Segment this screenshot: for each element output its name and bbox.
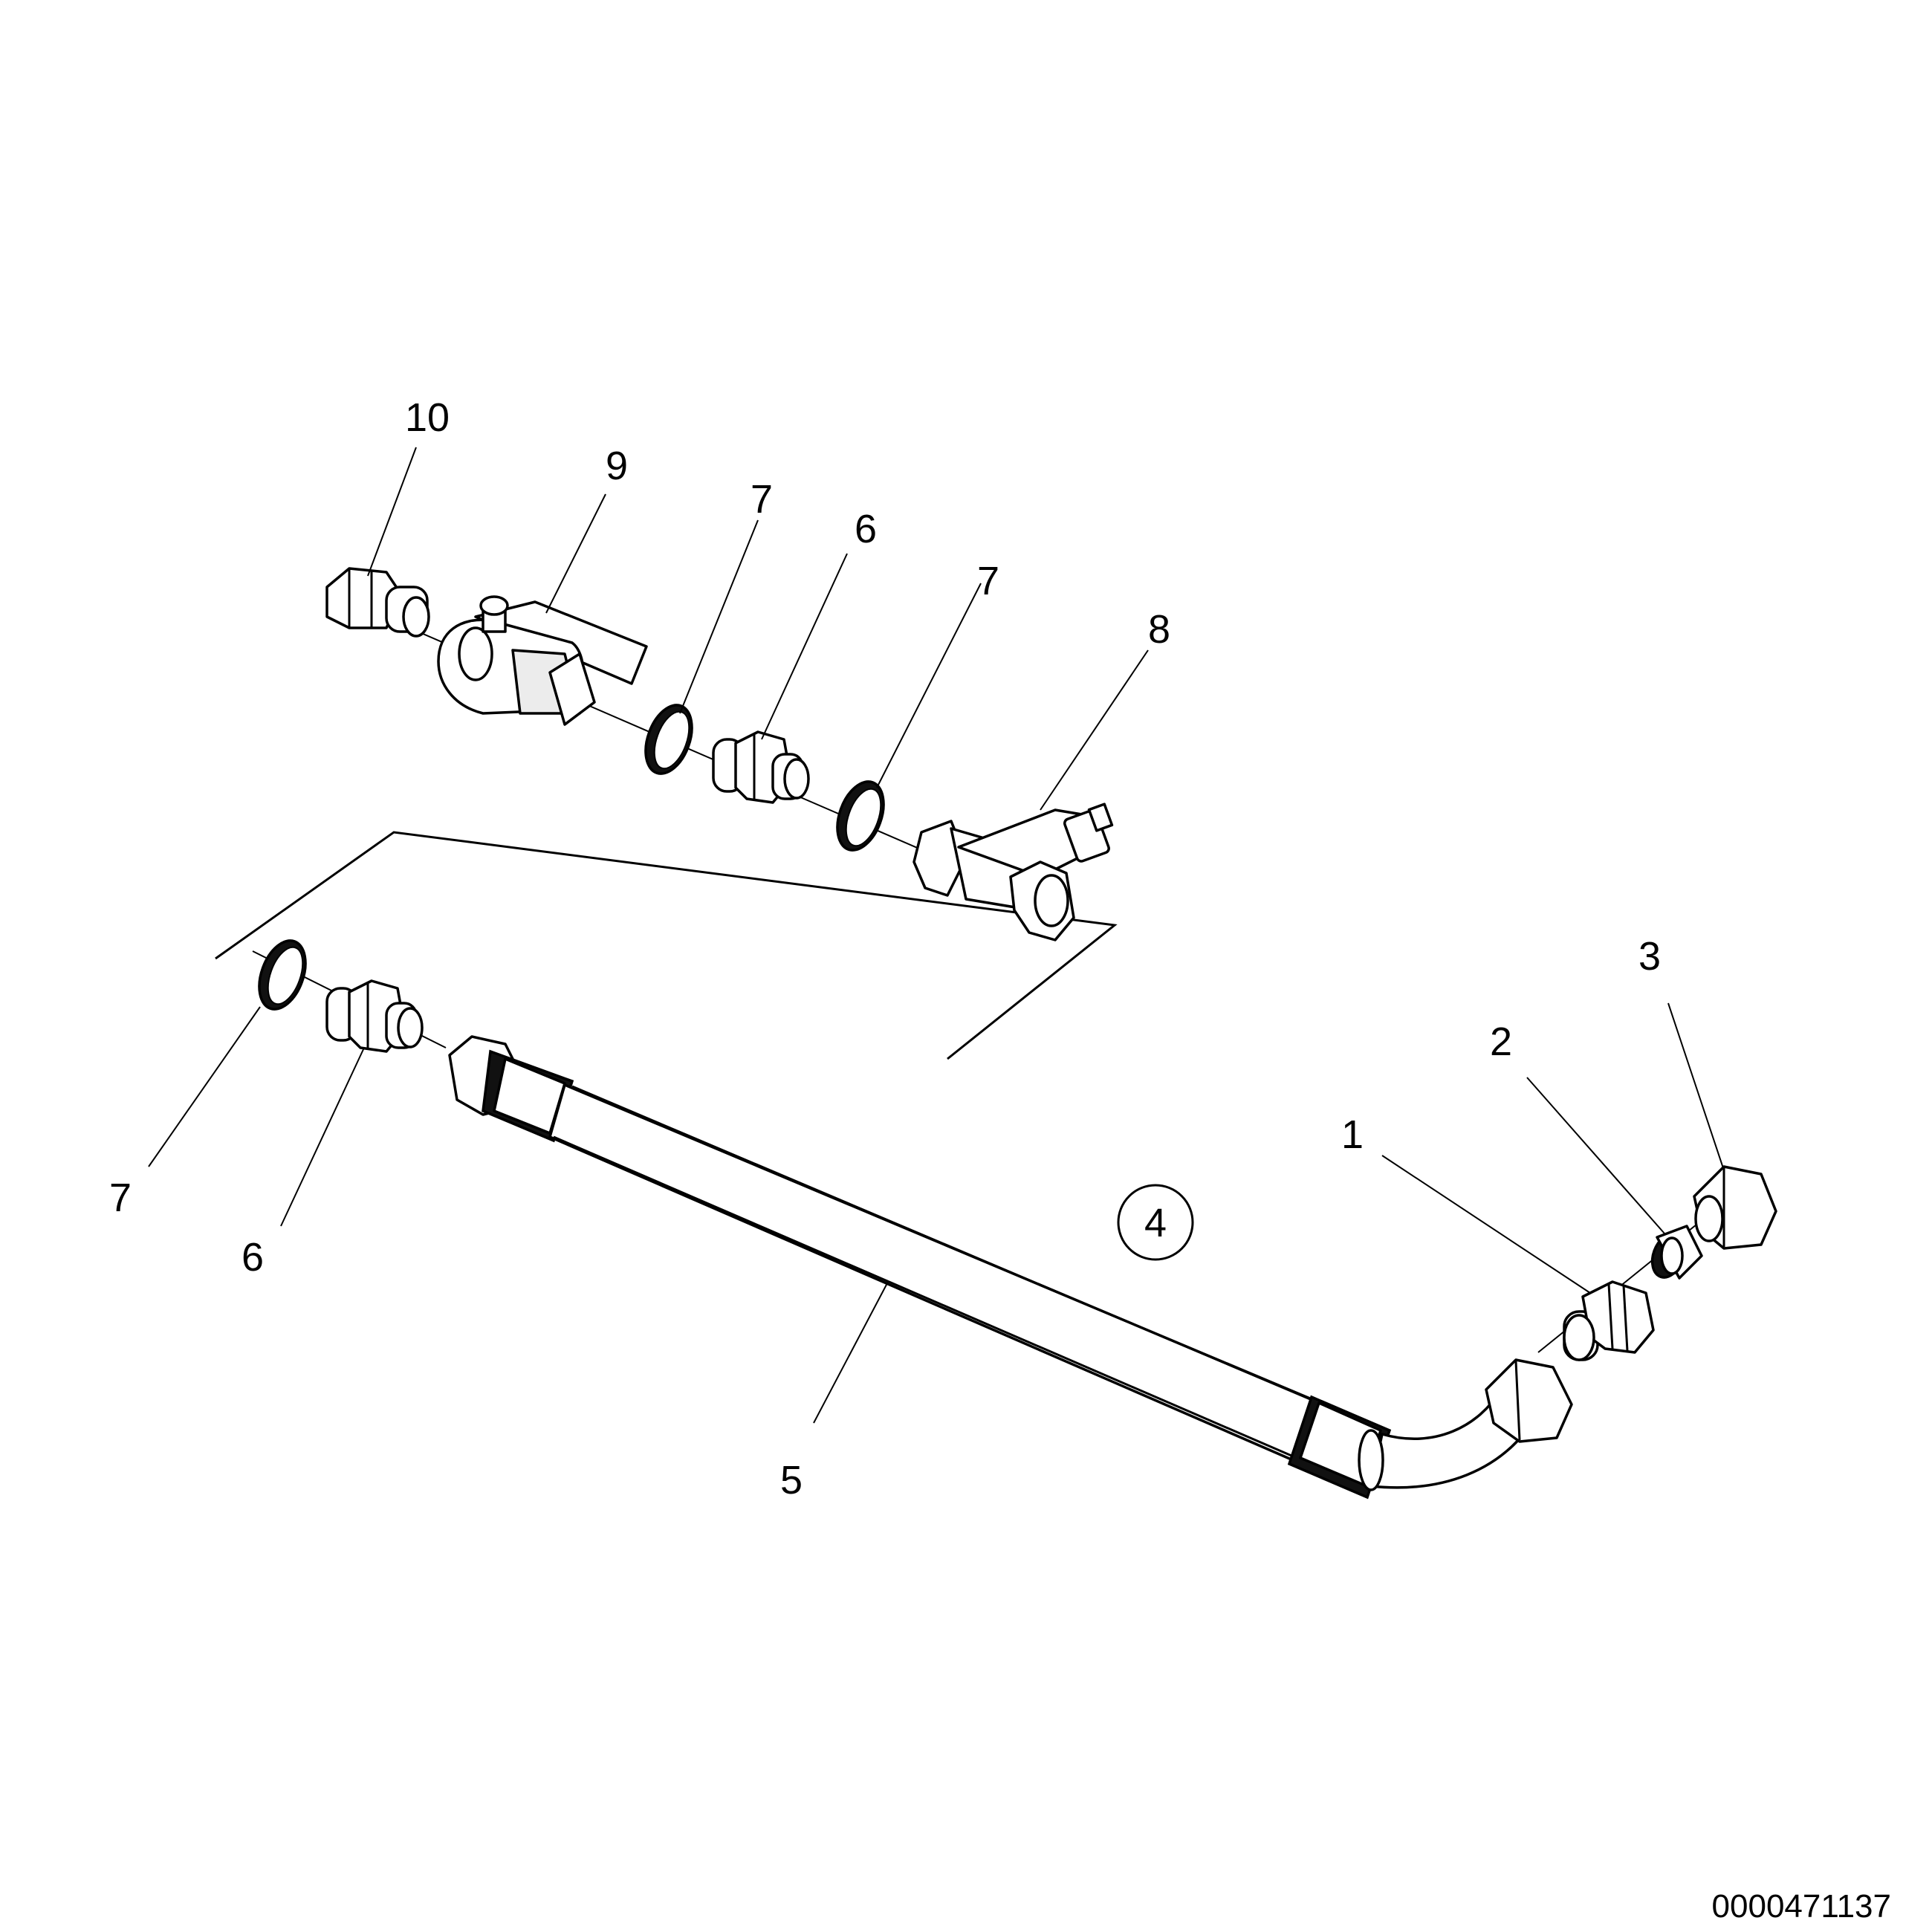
part-3-nut (1693, 1165, 1777, 1250)
leader-lines (148, 447, 1725, 1424)
callout-5: 5 (780, 1458, 803, 1503)
callout-8: 8 (1148, 607, 1170, 652)
document-number: 0000471137 (1712, 1888, 1891, 1925)
callout-10: 10 (405, 395, 450, 440)
part-7-seal-ring-upper-a (644, 704, 693, 775)
part-8-strainer (912, 803, 1114, 941)
reference-circle (1117, 1184, 1194, 1261)
callout-3: 3 (1638, 934, 1661, 979)
assembly-group-bracket (215, 831, 1118, 1060)
callout-7-lower: 7 (109, 1176, 132, 1220)
part-1-adapter (1563, 1280, 1655, 1361)
part-6-union-fitting-upper (712, 730, 810, 804)
part-7-seal-ring-lower (258, 939, 307, 1011)
callout-7-upper-a: 7 (751, 477, 773, 522)
callout-9: 9 (606, 444, 628, 488)
part-7-seal-ring-upper-b (836, 780, 885, 852)
part-2-cutting-ring (1650, 1225, 1703, 1280)
callout-4: 4 (1144, 1201, 1167, 1245)
callout-2: 2 (1490, 1020, 1512, 1064)
part-10-adapter (325, 567, 430, 638)
part-5-hose-assembly (448, 1035, 1573, 1500)
callout-1: 1 (1341, 1112, 1364, 1157)
callout-6-upper: 6 (855, 507, 877, 551)
part-9-ball-valve (437, 595, 648, 726)
callout-6-lower: 6 (242, 1235, 264, 1280)
part-6-union-fitting-lower (325, 979, 424, 1053)
callout-7-upper-b: 7 (977, 559, 999, 603)
